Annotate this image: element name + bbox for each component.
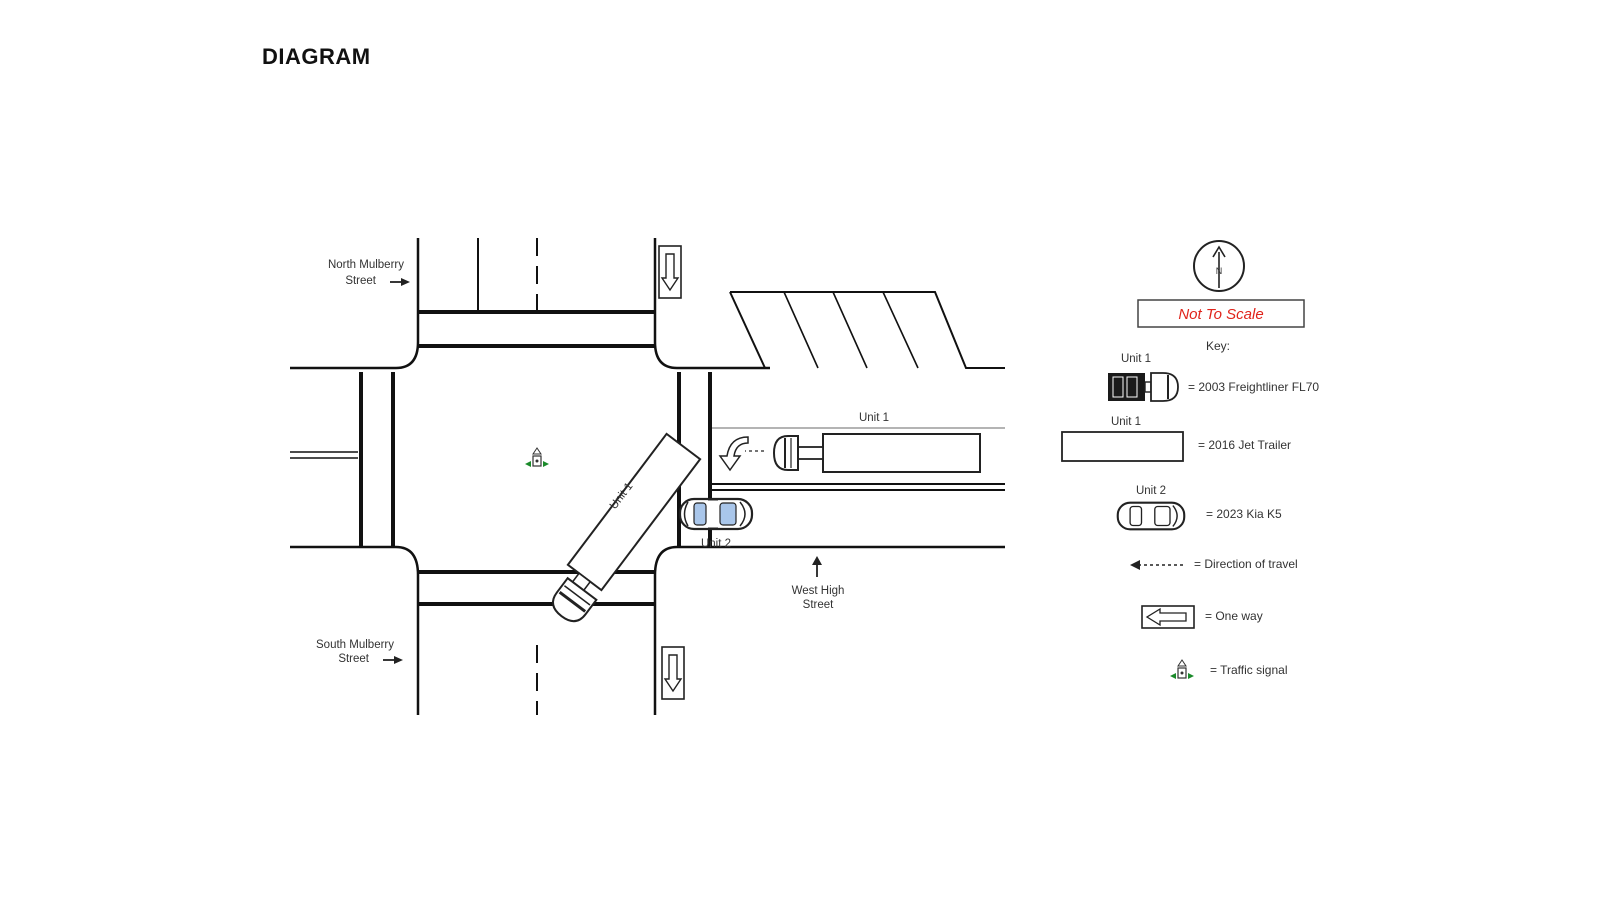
west-high-label-line1: West High: [792, 585, 845, 597]
key-one-way-label: = One way: [1205, 609, 1263, 623]
south-mulberry-label-line2: Street: [338, 653, 369, 665]
one-way-sign-north: [658, 245, 682, 299]
key-signal-label: = Traffic signal: [1210, 663, 1287, 677]
north-mulberry-label-line1: North Mulberry: [328, 259, 404, 271]
key-trailer-icon: [1061, 431, 1184, 462]
key-car-icon: [1116, 501, 1186, 531]
unit1-trailer-turned: [566, 432, 702, 595]
unit2-car: [678, 497, 754, 531]
scale-note: Not To Scale: [1178, 306, 1263, 323]
turn-direction-arrow: [718, 436, 764, 472]
page-title: DIAGRAM: [262, 44, 371, 69]
key-direction-label: = Direction of travel: [1194, 557, 1298, 571]
south-mulberry-arrow: [383, 656, 403, 664]
north-mulberry-arrow: [390, 278, 410, 286]
key-tractor-label: = 2003 Freightliner FL70: [1188, 380, 1319, 394]
key-trailer-label: = 2016 Jet Trailer: [1198, 438, 1291, 452]
unit1-tractor-trailer: [772, 433, 981, 473]
key-car-unit: Unit 2: [1136, 485, 1166, 497]
key-heading: Key:: [1206, 339, 1230, 353]
key-tractor-icon: [1108, 372, 1179, 402]
key-trailer-unit: Unit 1: [1111, 416, 1141, 428]
key-car-label: = 2023 Kia K5: [1206, 507, 1282, 521]
unit1-label-road: Unit 1: [859, 412, 889, 424]
west-high-label-line2: Street: [803, 599, 834, 611]
one-way-sign-south: [661, 646, 685, 700]
key-tractor-unit: Unit 1: [1121, 353, 1151, 365]
road-network: [290, 238, 1005, 715]
key-traffic-signal-icon: [1169, 659, 1195, 680]
unit1-tractor-turned: [551, 576, 598, 623]
compass-north-letter: N: [1216, 266, 1223, 276]
unit2-label: Unit 2: [701, 538, 731, 550]
compass: N: [1193, 240, 1245, 292]
traffic-signal-icon: [524, 447, 550, 468]
key-one-way-icon: [1141, 605, 1195, 629]
scale-note-box: [1137, 299, 1305, 328]
key-direction-icon: [1130, 560, 1186, 570]
south-mulberry-label-line1: South Mulberry: [316, 639, 394, 651]
north-mulberry-label-line2: Street: [345, 275, 376, 287]
west-high-pointer-arrow: [812, 556, 822, 577]
